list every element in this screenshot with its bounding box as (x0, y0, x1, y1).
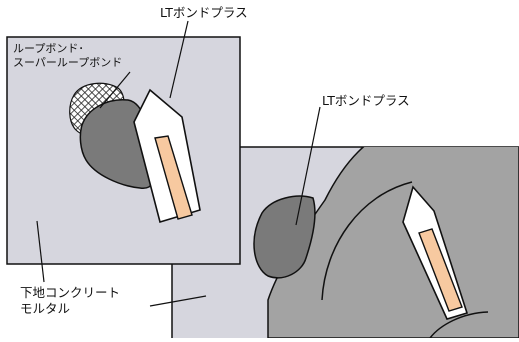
dark-patch-large (253, 195, 316, 279)
trowel-inset (133, 88, 201, 224)
leader-mid-product (295, 106, 321, 226)
leader-substrate-inset (36, 220, 45, 283)
trowel-large (402, 185, 469, 320)
leader-substrate-large (149, 295, 207, 307)
label-lt-bond-plus-mid: LTボンドプラス (322, 93, 410, 108)
leader-top-product (169, 20, 189, 99)
label-loop-bond-line1: ループボンド･ (13, 42, 84, 55)
bonded-edge-lower (429, 311, 489, 338)
label-loop-bond-line2: スーパーループボンド (13, 56, 123, 69)
label-lt-bond-plus-top: LTボンドプラス (160, 5, 248, 20)
label-substrate-line2: モルタル (20, 301, 71, 316)
leader-loop-bond (99, 71, 131, 109)
trowel-stroke-arc (321, 181, 413, 301)
label-substrate-line1: 下地コンクリート (20, 285, 121, 300)
